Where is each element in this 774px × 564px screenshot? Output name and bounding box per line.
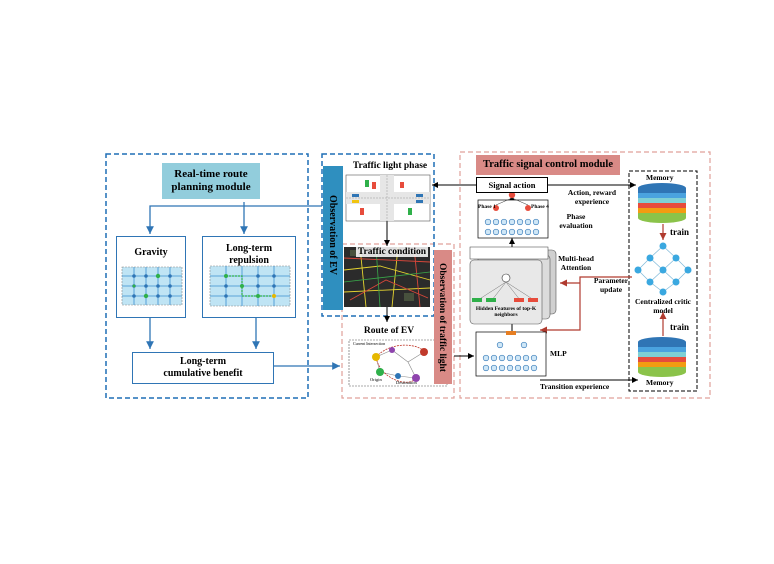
memory-bottom-label: Memory: [646, 378, 674, 387]
gravity-label: Gravity: [134, 247, 168, 258]
light-obs-vertical-label: Observation of traffic light: [437, 262, 447, 372]
signal-action-box: Signal action: [476, 177, 548, 193]
action-reward-label: Action, reward experience: [567, 188, 617, 207]
route-module-frame: [105, 153, 309, 399]
traffic-light-phase-title: Traffic light phase: [352, 161, 428, 171]
route-module-title: Real-time route planning module: [162, 163, 260, 199]
intersection-map-icon: [345, 174, 431, 222]
route-map-icon: [348, 339, 448, 387]
attention-block-icon: [469, 246, 557, 325]
memory-top-label: Memory: [646, 173, 674, 182]
phase-network-icon: [477, 191, 549, 239]
phase4-label: Phase 4: [531, 204, 549, 210]
gravity-box: Gravity: [116, 236, 186, 318]
critic-model-label: Centralized critic model: [634, 297, 691, 315]
benefit-box: Long-term cumulative benefit: [132, 352, 274, 384]
memory-stack-bottom: [638, 337, 686, 377]
route-origin-label: Origin: [370, 377, 382, 382]
memory-stack-top: [638, 183, 686, 223]
train-top-label: train: [670, 227, 689, 237]
signal-module-title: Traffic signal control module: [476, 155, 620, 175]
mlp-label: MLP: [550, 349, 567, 358]
traffic-light-obs-frame: [341, 243, 455, 399]
parameter-update-label: Parameter update: [593, 276, 629, 294]
route-destination-label: Destination: [396, 380, 417, 385]
route-current-intersection-label: Current Intersection: [353, 341, 386, 346]
signal-module-frame: [459, 151, 711, 399]
critic-frame: [628, 170, 698, 392]
multi-head-attention-label: Multi-head Attention: [558, 254, 594, 273]
transition-experience-label: Transition experience: [540, 382, 610, 391]
phase1-label: Phase 1: [478, 204, 496, 210]
traffic-condition-title: Traffic condition: [356, 247, 428, 257]
gravity-grid-icon: [121, 266, 183, 306]
mlp-network-icon: [475, 331, 547, 377]
ev-obs-vertical-bar: [323, 166, 343, 310]
signal-action-label: Signal action: [488, 180, 536, 190]
phase-evaluation-label: Phase evaluation: [559, 212, 593, 231]
ev-obs-vertical-label: Observation of EV: [327, 195, 338, 275]
train-bottom-label: train: [670, 322, 689, 332]
hidden-features-label: Hidden Features of top-K neighbors: [475, 306, 537, 319]
ev-obs-frame: [321, 153, 435, 317]
light-obs-vertical-bar: [434, 250, 452, 384]
repulsion-box: Long-term repulsion: [202, 236, 296, 318]
route-of-ev-title: Route of EV: [363, 326, 415, 336]
repulsion-label: Long-term repulsion: [225, 243, 273, 266]
traffic-map-image: [343, 246, 431, 308]
repulsion-grid-icon: [209, 265, 291, 307]
benefit-label: Long-term cumulative benefit: [163, 356, 243, 379]
